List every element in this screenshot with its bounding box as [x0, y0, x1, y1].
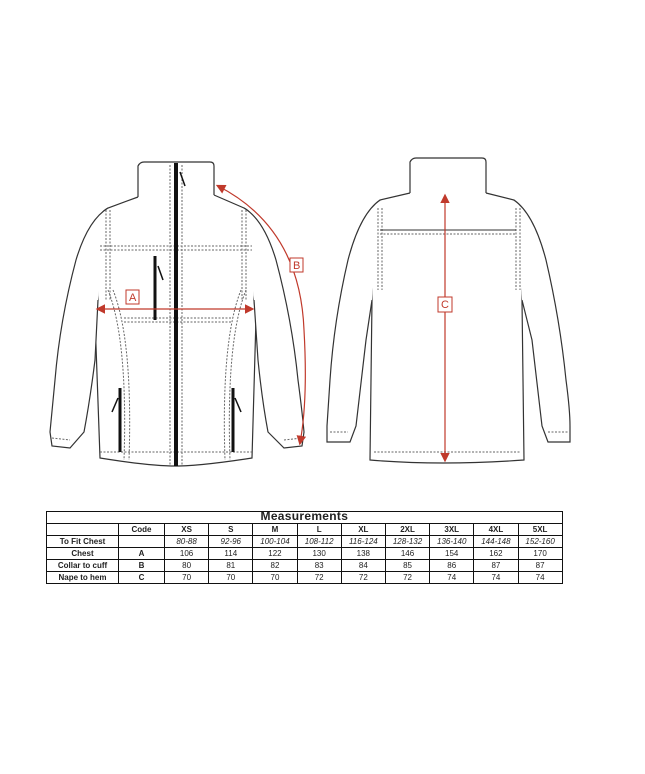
- cell-4xl: 74: [473, 571, 519, 584]
- cell-l: 83: [296, 559, 342, 572]
- cell-3xl: 136-140: [429, 535, 475, 548]
- table-row-nape-to-hem: Nape to hem C 70 70 70 72 72 72 74 74 74: [46, 571, 563, 584]
- cell-m: 70: [252, 571, 298, 584]
- header-size-s: S: [208, 523, 254, 536]
- header-code: Code: [118, 523, 165, 536]
- row-code: C: [118, 571, 165, 584]
- cell-m: 82: [252, 559, 298, 572]
- row-label: Chest: [46, 547, 119, 560]
- table-row-to-fit-chest: To Fit Chest 80-88 92-96 100-104 108-112…: [46, 535, 563, 548]
- cell-3xl: 154: [429, 547, 475, 560]
- cell-2xl: 85: [384, 559, 431, 572]
- cell-m: 100-104: [252, 535, 298, 548]
- cell-xl: 84: [340, 559, 386, 572]
- measurements-table: Measurements Code XS S M L XL 2XL 3XL 4X…: [46, 511, 563, 584]
- row-code: [118, 535, 165, 548]
- nape-to-hem-arrow-c: C: [437, 193, 453, 463]
- row-label: Collar to cuff: [46, 559, 119, 572]
- cell-2xl: 128-132: [384, 535, 431, 548]
- cell-xl: 72: [340, 571, 386, 584]
- label-a: A: [129, 292, 137, 304]
- collar-to-cuff-arrow-b: B: [215, 184, 307, 446]
- header-size-4xl: 4XL: [473, 523, 519, 536]
- measurements-table-container: Measurements Code XS S M L XL 2XL 3XL 4X…: [46, 511, 563, 584]
- cell-s: 114: [208, 547, 254, 560]
- table-title-cell: Measurements: [46, 511, 563, 524]
- header-size-2xl: 2XL: [384, 523, 431, 536]
- header-size-3xl: 3XL: [429, 523, 475, 536]
- label-c: C: [441, 299, 449, 311]
- row-code: B: [118, 559, 165, 572]
- header-size-xs: XS: [163, 523, 210, 536]
- cell-l: 108-112: [296, 535, 342, 548]
- cell-l: 130: [296, 547, 342, 560]
- cell-4xl: 162: [473, 547, 519, 560]
- label-b: B: [293, 260, 300, 272]
- cell-s: 70: [208, 571, 254, 584]
- cell-l: 72: [296, 571, 342, 584]
- cell-xl: 138: [340, 547, 386, 560]
- cell-3xl: 74: [429, 571, 475, 584]
- header-blank: [46, 523, 119, 536]
- cell-xs: 80: [163, 559, 210, 572]
- cell-4xl: 144-148: [473, 535, 519, 548]
- cell-2xl: 146: [384, 547, 431, 560]
- header-size-xl: XL: [340, 523, 386, 536]
- cell-5xl: 87: [517, 559, 563, 572]
- cell-5xl: 170: [517, 547, 563, 560]
- table-row-chest: Chest A 106 114 122 130 138 146 154 162 …: [46, 547, 563, 560]
- cell-xl: 116-124: [340, 535, 386, 548]
- cell-m: 122: [252, 547, 298, 560]
- cell-5xl: 152-160: [517, 535, 563, 548]
- cell-xs: 70: [163, 571, 210, 584]
- header-size-m: M: [252, 523, 298, 536]
- cell-4xl: 87: [473, 559, 519, 572]
- table-row-collar-to-cuff: Collar to cuff B 80 81 82 83 84 85 86 87…: [46, 559, 563, 572]
- header-size-5xl: 5XL: [517, 523, 563, 536]
- cell-5xl: 74: [517, 571, 563, 584]
- row-code: A: [118, 547, 165, 560]
- cell-s: 81: [208, 559, 254, 572]
- cell-3xl: 86: [429, 559, 475, 572]
- cell-2xl: 72: [384, 571, 431, 584]
- table-title: Measurements: [260, 511, 349, 523]
- cell-xs: 106: [163, 547, 210, 560]
- cell-xs: 80-88: [163, 535, 210, 548]
- header-size-l: L: [296, 523, 342, 536]
- row-label: To Fit Chest: [46, 535, 119, 548]
- jacket-diagram: A B C: [49, 157, 571, 467]
- cell-s: 92-96: [208, 535, 254, 548]
- row-label: Nape to hem: [46, 571, 119, 584]
- header-row: Code XS S M L XL 2XL 3XL 4XL 5XL: [46, 523, 563, 536]
